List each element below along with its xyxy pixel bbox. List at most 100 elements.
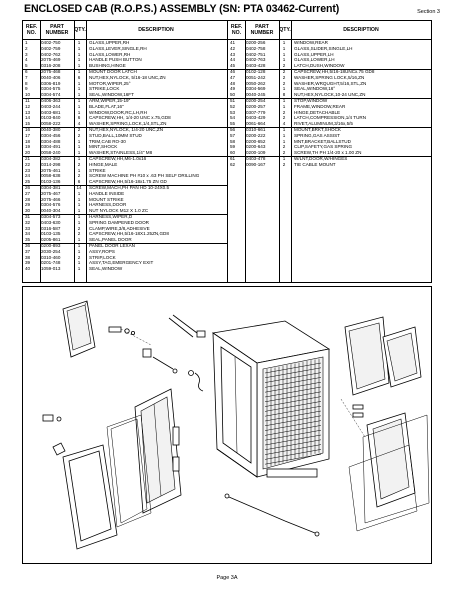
- part-number: 0304-381: [41, 185, 61, 190]
- quantity: 1: [282, 86, 286, 92]
- ref-number: 1: [25, 40, 28, 45]
- mesh-line: [264, 372, 322, 383]
- ref-number: 18: [25, 138, 31, 144]
- part-number: 0403-244: [41, 103, 61, 109]
- description: GLASS,UPPER,LH: [294, 51, 334, 57]
- panel-door-lexan: [62, 444, 118, 550]
- part-number: 0304-575: [41, 86, 61, 92]
- ref-number: 20: [25, 150, 31, 156]
- quantity: 1: [77, 92, 81, 98]
- ref-number: 47: [230, 74, 236, 80]
- quantity: 1: [77, 63, 81, 69]
- part-number: 0403-681: [41, 109, 61, 115]
- door-frame-assembly: [134, 388, 182, 514]
- part-number: 0304-456: [41, 132, 61, 138]
- ref-number: 53: [230, 109, 236, 115]
- quantity: 4: [282, 121, 286, 127]
- part-number: 0402-759: [41, 45, 61, 51]
- part-number: 2075-467: [41, 190, 61, 196]
- quantity: 2: [282, 63, 286, 69]
- description: BUSHING,HINGE: [89, 63, 126, 69]
- quantity: 2: [282, 150, 286, 156]
- window-seal-strip: [106, 414, 152, 528]
- description: SPRING,GAS ASSIST: [294, 132, 340, 138]
- row-group-divider: [228, 127, 432, 128]
- header-ref: REF. NO.: [230, 24, 243, 36]
- mesh-line: [264, 401, 322, 412]
- row-group-divider: [23, 69, 227, 70]
- column-divider: [40, 21, 41, 282]
- quantity: 1: [77, 214, 81, 219]
- column-divider: [245, 21, 246, 282]
- quantity: 1: [77, 98, 81, 103]
- quantity: 6: [77, 115, 81, 121]
- quantity: 2: [77, 254, 81, 260]
- mesh-line: [264, 362, 322, 374]
- description: WASHER,STAINLESS,1/4" M8: [89, 150, 153, 156]
- ref-number: 10: [25, 92, 31, 98]
- description: GLASS,LOWER,LH: [294, 57, 335, 63]
- header-ref: REF. NO.: [25, 24, 38, 36]
- ref-number: 56: [230, 127, 236, 132]
- part-number: 0316-587: [41, 225, 61, 231]
- description: HARNESS,DOOR: [89, 202, 127, 208]
- description: HANDLE PUSH BUTTON: [89, 57, 142, 63]
- description: WASHER,SPRING,LOCK,1/4,STL,ZN: [89, 121, 167, 127]
- ref-number: 30: [25, 208, 31, 214]
- description: STOP,WINDOW: [294, 98, 328, 103]
- quantity: 1: [282, 45, 286, 51]
- part-number: 1059-013: [41, 266, 61, 272]
- description: NUT,HEX,NYLOCK,10-24 UNC,ZN: [294, 92, 366, 98]
- part-number: 0090-167: [246, 161, 266, 167]
- row-group-divider: [23, 98, 227, 99]
- ref-number: 49: [230, 86, 236, 92]
- mesh-line: [264, 429, 322, 441]
- page-number: Page 3A: [216, 575, 238, 581]
- ref-number: 35: [25, 237, 31, 243]
- part-number: 0304-569: [246, 86, 266, 92]
- quantity: 1: [282, 40, 286, 45]
- description: MNT,BRACKET,BALLSTUD: [294, 138, 351, 144]
- header-desc: DESCRIPTION: [138, 27, 174, 33]
- description: LATCH,COMPRESSION,1/4 TURN: [294, 115, 367, 121]
- description: HARNESS,WIPER,D: [89, 214, 133, 219]
- row-group-divider: [23, 156, 227, 157]
- table-header: REF. NO. PART NUMBER QTY. DESCRIPTION: [228, 21, 432, 40]
- ref-number: 3: [25, 51, 28, 57]
- header-qty: QTY.: [74, 27, 86, 33]
- description: STRIKE: [89, 167, 106, 173]
- rear-window-seal: [348, 444, 418, 532]
- quantity: 1: [282, 103, 286, 109]
- description: GLASS,LOWER,RH: [89, 51, 131, 57]
- quantity: 1: [282, 132, 286, 138]
- quantity: 2: [282, 109, 286, 115]
- quantity: 1: [77, 103, 81, 109]
- quantity: 1: [77, 260, 81, 266]
- quantity: 2: [282, 144, 286, 150]
- part-number: 2075-466: [41, 196, 61, 202]
- part-number: 0102-128: [246, 69, 266, 74]
- part-number: 2030-254: [41, 248, 61, 254]
- ref-number: 54: [230, 115, 236, 121]
- part-number: 0200-256: [246, 40, 266, 45]
- latch-parts: [42, 414, 66, 456]
